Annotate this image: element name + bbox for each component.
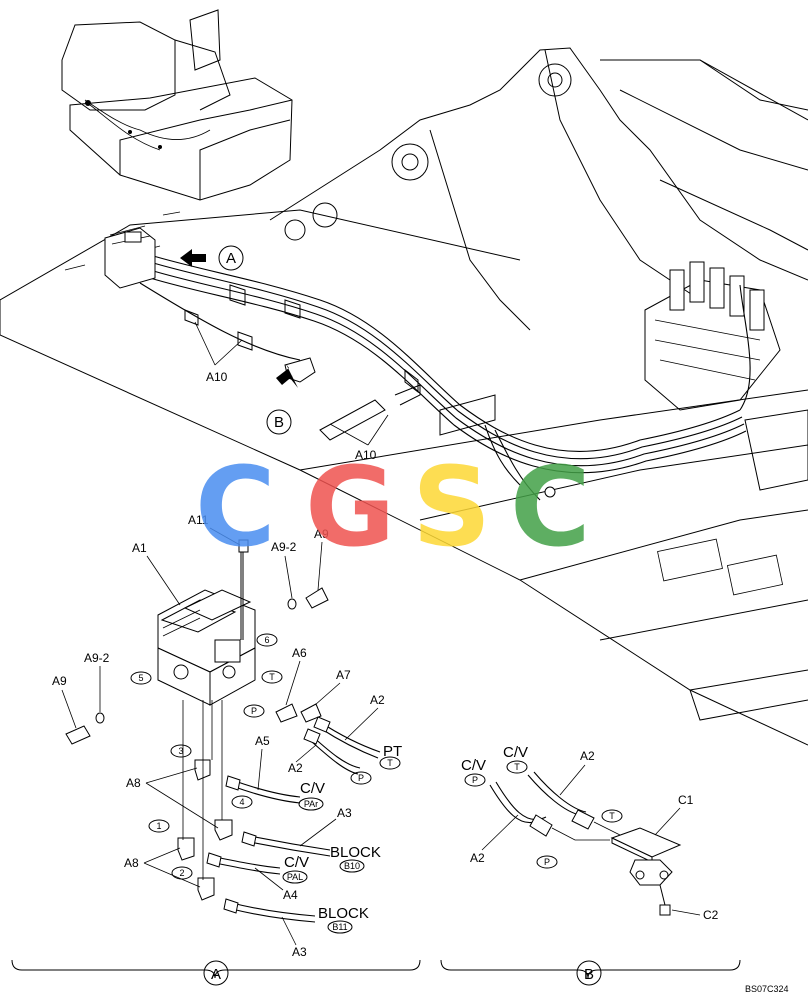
view-b-title: B xyxy=(584,966,594,983)
label-c2: C2 xyxy=(703,908,719,922)
watermark-letter: C xyxy=(510,443,591,571)
watermark-logo: C G S C xyxy=(195,443,591,571)
machine-frame-illustration xyxy=(0,47,808,746)
detail-b-valve xyxy=(489,771,682,916)
view-b-marker: B xyxy=(274,414,284,431)
port-tag-p: P xyxy=(358,773,364,783)
label-a11: A11 xyxy=(188,513,209,527)
view-a-bracket: A xyxy=(11,959,421,986)
cv-text: C/V xyxy=(300,780,325,797)
port-tag-4: 4 xyxy=(239,797,244,807)
port-tag-b10: B10 xyxy=(344,861,360,871)
label-a6: A6 xyxy=(292,646,307,660)
label-a4: A4 xyxy=(283,888,298,902)
port-tag-t: T xyxy=(514,762,520,772)
label-a9: A9 xyxy=(314,527,329,541)
callout-a10-upper: A10 xyxy=(194,321,243,384)
port-tag-6: 6 xyxy=(264,635,269,645)
label-a3: A3 xyxy=(292,945,307,959)
label-a2: A2 xyxy=(370,693,385,707)
cv-text: C/V xyxy=(503,744,528,761)
watermark-letter: S xyxy=(412,443,491,571)
port-tag-t: T xyxy=(269,672,275,682)
view-a-marker: A xyxy=(226,250,236,267)
label-a2: A2 xyxy=(580,749,595,763)
port-tag-p: P xyxy=(251,706,257,716)
label-a8: A8 xyxy=(124,856,139,870)
view-b-bracket: B xyxy=(440,959,741,986)
label-a10: A10 xyxy=(206,370,228,384)
detail-a-pilot-valve xyxy=(65,539,381,923)
label-a5: A5 xyxy=(255,734,270,748)
arrow-up-right-icon xyxy=(276,364,298,388)
port-tag-1: 1 xyxy=(156,821,161,831)
port-tag-p: P xyxy=(544,857,550,867)
port-tag-2: 2 xyxy=(179,868,184,878)
port-tag-b11: B11 xyxy=(332,922,347,932)
pilot-hose-bundle xyxy=(104,225,751,501)
view-a-callout: A xyxy=(180,245,244,271)
detail-a-port-tags: 6 5 T P P T 3 4 PAr 1 B10 PAL 2 B11 xyxy=(130,633,401,934)
label-a2: A2 xyxy=(288,761,303,775)
block-text: BLOCK xyxy=(330,844,381,861)
watermark-letter: G xyxy=(305,443,395,571)
watermark-letter: C xyxy=(195,443,276,571)
port-tag-p: P xyxy=(472,775,478,785)
port-tag-par: PAr xyxy=(304,799,318,809)
label-a9: A9 xyxy=(52,674,67,688)
port-tag-t: T xyxy=(609,811,615,821)
callout-a10-lower: A10 xyxy=(329,414,389,462)
label-c1: C1 xyxy=(678,793,694,807)
port-tag-5: 5 xyxy=(138,673,143,683)
detail-a-labels: A11 A1 A9-2 A9 A9-2 A9 A6 A7 A2 A2 A5 A8… xyxy=(52,513,402,959)
label-a9-2: A9-2 xyxy=(271,540,297,554)
port-tag-3: 3 xyxy=(178,746,183,756)
detail-b-labels: C/V P C/V T A2 A2 T P C1 C2 xyxy=(461,744,719,922)
view-b-callout: B xyxy=(266,364,298,435)
label-a1: A1 xyxy=(132,541,147,555)
port-tag-pal: PAL xyxy=(287,872,303,882)
operator-seat-illustration xyxy=(61,9,293,201)
label-a3: A3 xyxy=(337,806,352,820)
port-tag-t: T xyxy=(387,758,393,768)
reference-code: BS07C324 xyxy=(745,984,789,994)
label-a2: A2 xyxy=(470,851,485,865)
cv-text: C/V xyxy=(461,757,486,774)
block-text: BLOCK xyxy=(318,905,369,922)
label-a8: A8 xyxy=(126,776,141,790)
label-a9-2: A9-2 xyxy=(84,651,110,665)
label-a10: A10 xyxy=(355,448,377,462)
cv-text: C/V xyxy=(284,854,309,871)
pt-text: PT xyxy=(383,743,402,760)
arrow-left-icon xyxy=(180,249,206,267)
view-a-title: A xyxy=(211,966,221,983)
label-a7: A7 xyxy=(336,668,351,682)
